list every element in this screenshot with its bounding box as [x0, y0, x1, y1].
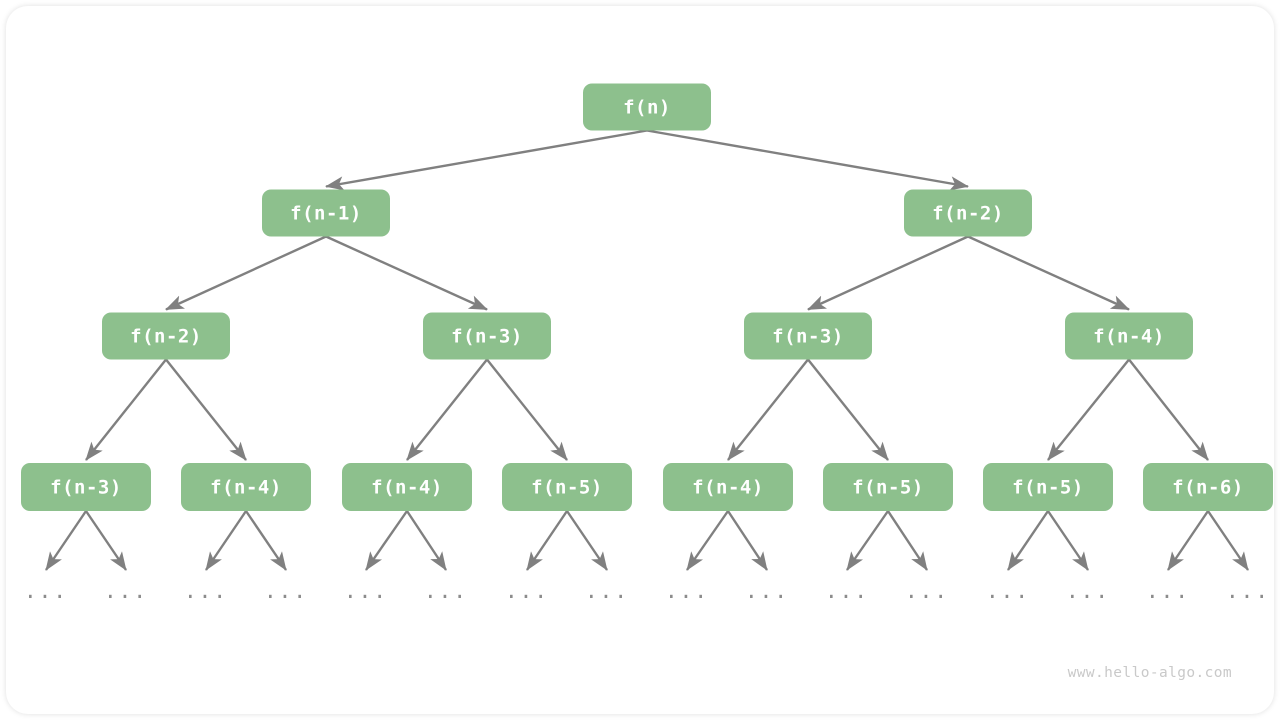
tree-node-box — [342, 463, 472, 511]
ellipsis-label: ... — [1066, 579, 1110, 603]
tree-node-box — [502, 463, 632, 511]
tree-node-box — [423, 312, 551, 360]
tree-node[interactable]: f(n-4) — [181, 463, 311, 511]
tree-edge — [967, 235, 1130, 311]
tree-edge-to-ellipsis — [526, 510, 568, 571]
tree-node-box — [904, 189, 1032, 237]
tree-edge — [1128, 358, 1209, 461]
tree-node[interactable]: f(n-2) — [904, 189, 1032, 237]
tree-edge — [727, 358, 809, 461]
tree-node-box — [262, 189, 390, 237]
tree-node[interactable]: f(n-3) — [21, 463, 151, 511]
ellipsis-label: ... — [344, 579, 388, 603]
tree-node-label: f(n-5) — [1012, 477, 1084, 499]
tree-edge-to-ellipsis — [405, 510, 448, 571]
tree-node-box — [181, 463, 311, 511]
ellipsis-label: ... — [264, 579, 308, 603]
tree-node-label: f(n-2) — [130, 326, 202, 348]
tree-node-label: f(n-3) — [772, 326, 844, 348]
tree-node[interactable]: f(n-5) — [502, 463, 632, 511]
tree-node-box — [1065, 312, 1193, 360]
diagram-card: f(n) f(n-1) f(n-2) f(n-2) f(n-3) f(n-3) f(n-4)… — [6, 6, 1274, 714]
tree-node[interactable]: f(n-1) — [262, 189, 390, 237]
tree-edge-to-ellipsis — [1167, 510, 1209, 571]
tree-node[interactable]: f(n-5) — [983, 463, 1113, 511]
tree-edge — [165, 235, 327, 311]
tree-edge — [807, 235, 969, 311]
tree-node-label: f(n-4) — [210, 477, 282, 499]
tree-edge-to-ellipsis — [726, 510, 769, 571]
tree-node-label: f(n-3) — [50, 477, 122, 499]
tree-node-box — [823, 463, 953, 511]
tree-edge — [85, 358, 167, 461]
tree-edge-to-ellipsis — [886, 510, 929, 571]
tree-node-box — [21, 463, 151, 511]
tree-edge-to-ellipsis — [365, 510, 408, 571]
tree-node-label: f(n-4) — [371, 477, 443, 499]
nodes-layer: f(n) f(n-1) f(n-2) f(n-2) f(n-3) f(n-3) f(n-4)… — [21, 83, 1273, 511]
tree-node-box — [744, 312, 872, 360]
tree-edge — [486, 358, 568, 461]
tree-edge-to-ellipsis — [1207, 510, 1249, 571]
tree-node-box — [663, 463, 793, 511]
tree-node-box — [102, 312, 230, 360]
tree-node[interactable]: f(n-3) — [744, 312, 872, 360]
tree-node-label: f(n-3) — [451, 326, 523, 348]
tree-node-label: f(n-2) — [932, 203, 1004, 225]
tree-node-label: f(n-4) — [1093, 326, 1165, 348]
tree-edge — [1047, 358, 1130, 461]
tree-edge — [646, 129, 969, 191]
tree-edge-to-ellipsis — [245, 510, 287, 571]
ellipsis-label: ... — [505, 579, 549, 603]
tree-edge-to-ellipsis — [566, 510, 608, 571]
ellipsis-label: ... — [665, 579, 709, 603]
tree-edge-to-ellipsis — [1007, 510, 1049, 571]
tree-node[interactable]: f(n-4) — [342, 463, 472, 511]
ellipsis-label: ... — [104, 579, 148, 603]
tree-edge-to-ellipsis — [85, 510, 127, 571]
tree-edge-to-ellipsis — [1047, 510, 1089, 571]
tree-node-label: f(n-5) — [531, 477, 603, 499]
tree-node[interactable]: f(n-4) — [663, 463, 793, 511]
tree-node-box — [983, 463, 1113, 511]
tree-edge — [165, 358, 247, 461]
ellipsis-label: ... — [905, 579, 949, 603]
ellipsis-label: ... — [184, 579, 228, 603]
tree-node[interactable]: f(n-4) — [1065, 312, 1193, 360]
tree-node-box — [583, 83, 711, 131]
ellipsis-label: ... — [745, 579, 789, 603]
tree-edge-to-ellipsis — [686, 510, 729, 571]
tree-node-label: f(n-5) — [852, 477, 924, 499]
tree-edge — [325, 235, 488, 311]
tree-node-label: f(n-4) — [692, 477, 764, 499]
ellipsis-label: ... — [585, 579, 629, 603]
tree-edge — [807, 358, 889, 461]
ellipsis-label: ... — [1226, 579, 1270, 603]
recursion-tree-svg: f(n) f(n-1) f(n-2) f(n-2) f(n-3) f(n-3) f(n-4)… — [21, 83, 1273, 603]
tree-edge — [406, 358, 488, 461]
ellipsis-label: ... — [986, 579, 1030, 603]
tree-node[interactable]: f(n-5) — [823, 463, 953, 511]
tree-edge-to-ellipsis — [45, 510, 87, 571]
ellipsis-label: ... — [24, 579, 68, 603]
tree-node-label: f(n) — [623, 97, 671, 119]
ellipsis-label: ... — [1146, 579, 1190, 603]
ellipsis-layer: ........................................… — [24, 579, 1270, 603]
tree-node-box — [1143, 463, 1273, 511]
tree-node[interactable]: f(n-3) — [423, 312, 551, 360]
watermark: www.hello-algo.com — [1067, 665, 1232, 681]
ellipsis-label: ... — [825, 579, 869, 603]
tree-node[interactable]: f(n-6) — [1143, 463, 1273, 511]
tree-node-label: f(n-6) — [1172, 477, 1244, 499]
tree-edge-to-ellipsis — [205, 510, 247, 571]
tree-node[interactable]: f(n) — [583, 83, 711, 131]
edges-layer — [85, 129, 1209, 461]
ellipsis-edges-layer — [45, 510, 1249, 571]
tree-node[interactable]: f(n-2) — [102, 312, 230, 360]
tree-edge-to-ellipsis — [846, 510, 889, 571]
tree-edge — [325, 129, 648, 191]
ellipsis-label: ... — [424, 579, 468, 603]
tree-node-label: f(n-1) — [290, 203, 362, 225]
